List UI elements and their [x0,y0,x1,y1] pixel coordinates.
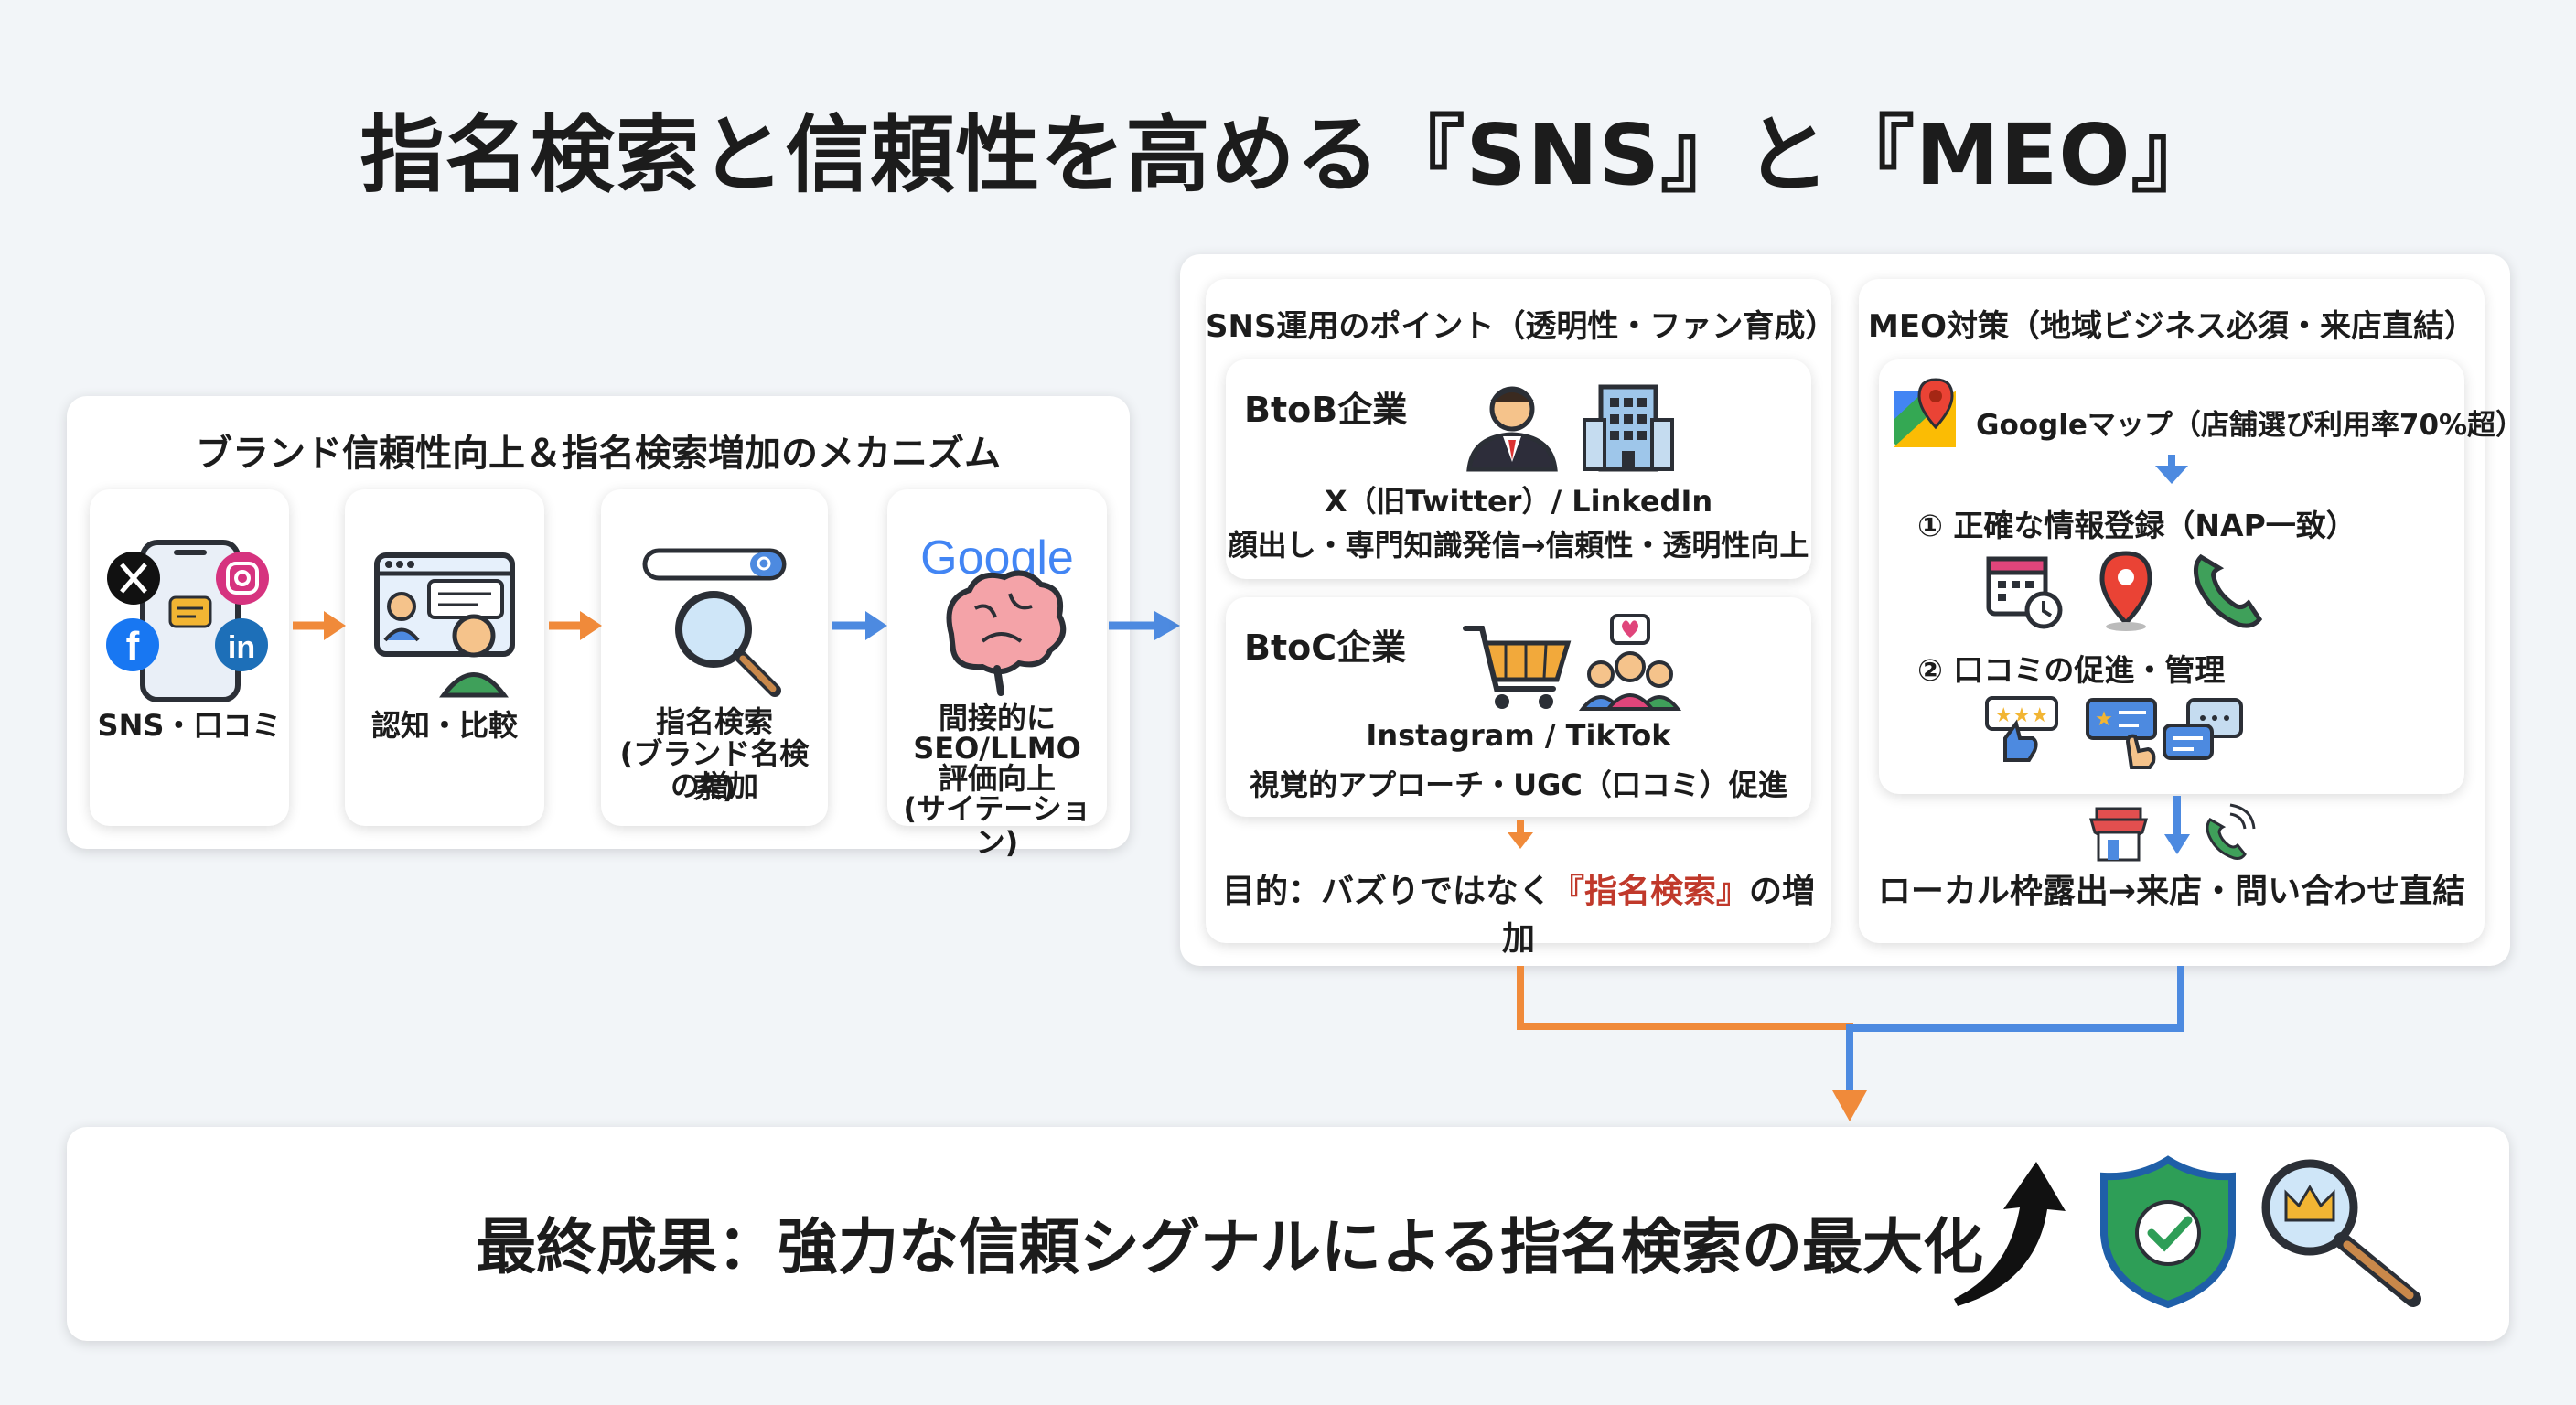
purpose-prefix: 目的：バズりではなく [1221,873,1551,910]
meo-step-2: ② 口コミの促進・管理 [1917,652,2226,688]
meo-result: ローカル枠露出→来店・問い合わせ直結 [1877,873,2466,910]
mechanism-step-seo: Google 間接的に SEO/LLMO 評価向上 (サイテーション) [887,489,1107,860]
sns-heading: SNS運用のポイント（透明性・ファン育成） [1206,308,1837,345]
mechanism-heading: ブランド信頼性向上＆指名検索増加のメカニズム [196,433,1001,475]
step-label-line-3: 評価向上 [938,761,1056,796]
arrow-down-blue-small-icon [2155,455,2188,484]
sns-purpose: 目的：バズりではなく『指名検索』の増加 [1206,864,1831,960]
btob-description: 顔出し・専門知識発信→信頼性・透明性向上 [1228,528,1809,563]
meo-step-1: ① 正確な情報登録（NAP一致） [1917,508,2356,543]
community-heart-icon [1578,614,1682,711]
phone-icon [2194,553,2263,628]
page-title: 指名検索と信頼性を高める『SNS』と『MEO』 [360,106,2216,204]
meo-heading: MEO対策（地域ビジネス必須・来店直結） [1868,308,2475,345]
btoc-card: BtoC企業 Instagram / TikTok 視覚的アプローチ・UGC（口… [1226,597,1811,817]
businessman-icon [1466,386,1558,472]
mechanism-step-sns: f in SNS・口コミ [90,489,289,826]
google-maps-icon [1894,378,1956,447]
step-label-line-2: SEO/LLMO [913,731,1081,766]
mechanism-step-branded-search: 指名検索 (ブランド名検索) の増加 [601,489,828,826]
step-label-awareness: 認知・比較 [370,708,518,743]
review-chat-icon [2163,698,2243,760]
review-hand-icon: ★ [2086,698,2157,769]
step-label-line-4: (サイテーション) [903,791,1091,860]
facebook-logo-icon: f [106,618,159,671]
instagram-logo-icon [216,552,269,605]
x-logo-icon [107,552,160,605]
svg-text:in: in [228,630,255,665]
arrow-orange-1-icon [293,611,346,640]
meo-steps-card: Googleマップ（店舗選び利用率70%超） ① 正確な情報登録（NAP一致） … [1879,359,2524,794]
office-building-icon [1583,384,1674,472]
svg-text:★★★: ★★★ [1994,704,2048,727]
step-label-line-1: 間接的に [938,701,1056,735]
location-pin-icon [2099,551,2152,631]
step-label-line-3: の増加 [670,768,758,803]
btoc-platforms: Instagram / TikTok [1366,718,1671,753]
btoc-description: 視覚的アプローチ・UGC（口コミ）促進 [1250,767,1787,802]
search-magnifier-icon [642,548,787,697]
mechanism-step-awareness: 認知・比較 [345,489,544,826]
review-stars-thumb-icon: ★★★ [1985,696,2058,762]
svg-text:★: ★ [2095,708,2113,731]
purpose-suffix: の増加 [1501,873,1816,958]
btob-card: BtoB企業 X（旧Twitter）/ LinkedIn 顔出し・専門知識発信→… [1226,359,1811,579]
maps-label: Googleマップ（店舗選び利用率70%超） [1976,409,2525,442]
final-result-text: 最終成果：強力な信頼シグナルによる指名検索の最大化 [476,1212,1984,1282]
btob-platforms: X（旧Twitter）/ LinkedIn [1324,484,1713,519]
shopping-cart-icon [1463,626,1572,709]
btob-title: BtoB企業 [1244,390,1408,430]
arrow-blue-to-strategy-icon [1109,611,1180,640]
step-label-line-1: 指名検索 [655,704,773,739]
purpose-highlight: 『指名検索』 [1551,873,1749,910]
svg-text:f: f [126,624,140,669]
browser-comparison-icon [374,552,515,698]
btoc-title: BtoC企業 [1244,627,1407,668]
connector-arrowhead-icon [1832,1090,1867,1121]
step-label-sns: SNS・口コミ [97,708,282,743]
connector-blue [1846,966,2184,1094]
arrow-orange-2-icon [549,611,602,640]
linkedin-logo-icon: in [215,618,268,671]
brain-icon [946,570,1067,696]
step-label-line-2: (ブランド名検索) [619,736,810,805]
calendar-clock-icon [1986,556,2063,629]
arrow-blue-3-icon [832,611,887,640]
